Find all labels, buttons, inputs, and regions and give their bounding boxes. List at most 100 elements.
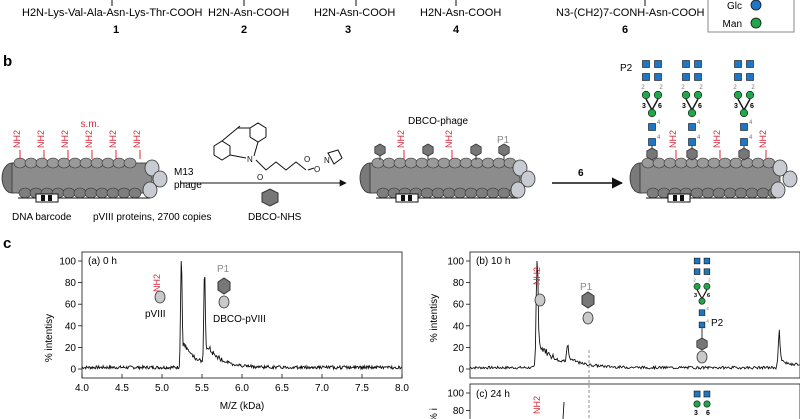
chart-c-ylabel: % i xyxy=(429,408,440,419)
legend-man-icon xyxy=(750,17,762,29)
pviii-subunit xyxy=(470,157,484,169)
glc-square-icon xyxy=(734,60,742,68)
linkage-2-label: 2 xyxy=(681,85,685,91)
pviii-subunit xyxy=(718,157,732,169)
pviii-subunit xyxy=(128,187,142,199)
triazole-icon xyxy=(686,147,698,161)
pviii-subunit xyxy=(112,157,126,169)
pviii-subunit xyxy=(84,187,98,199)
pviii-subunit xyxy=(442,187,456,199)
man-circle-icon xyxy=(641,90,651,100)
chart-b-frame xyxy=(469,251,800,379)
dbco-nhs-label: DBCO-NHS xyxy=(248,212,302,223)
compound-1-label: 1 xyxy=(113,24,119,36)
nh2-label: NH2 xyxy=(36,130,46,148)
panel-b-label: b xyxy=(3,53,12,70)
svg-text:O: O xyxy=(257,173,263,182)
man-circle-icon xyxy=(693,283,701,290)
pviii-subunit xyxy=(701,187,715,199)
triazole-icon xyxy=(646,147,658,161)
pviii-subunit xyxy=(437,157,451,169)
glc-square-icon xyxy=(694,60,702,68)
x-tick-label: 5.5 xyxy=(195,383,209,394)
nh2-label: NH2 xyxy=(60,130,70,148)
pviii-subunit xyxy=(745,187,759,199)
pviii-subunit xyxy=(35,157,49,169)
glc-square-icon xyxy=(693,257,701,265)
pviii-subunit xyxy=(18,187,32,199)
pviii-subunit xyxy=(73,187,87,199)
pviii-subunit xyxy=(464,187,478,199)
nh2-label: NH2 xyxy=(396,130,406,148)
pviii-subunit xyxy=(723,187,737,199)
glc-square-icon xyxy=(703,390,711,398)
man-circle-icon xyxy=(687,108,697,118)
man-circle-icon xyxy=(653,90,663,100)
linkage-2-label: 2 xyxy=(693,278,696,284)
linkage-3-label: 3 xyxy=(682,103,686,110)
linkage-4-label: 4 xyxy=(657,135,661,141)
man-circle-icon xyxy=(693,90,703,100)
linkage-2-label: 2 xyxy=(699,85,703,91)
p1-label-b: P1 xyxy=(497,135,510,146)
man-circle-icon xyxy=(698,297,706,305)
pviii-subunit xyxy=(382,157,396,169)
starting-material-label: s.m. xyxy=(81,119,100,130)
pviii-subunit xyxy=(62,187,76,199)
dbco-nhs-structure: N O O O N xyxy=(213,122,343,182)
pviii-subunit xyxy=(415,157,429,169)
glycan-bond xyxy=(737,98,745,111)
glycan-bond xyxy=(701,289,708,299)
svg-text:O: O xyxy=(304,155,310,164)
linkage-4-label: 4 xyxy=(697,135,701,141)
pviii-subunit xyxy=(707,157,721,169)
chart-b-ylabel: % intentisy xyxy=(429,294,440,342)
chart-a: (a) 0 h % intentisy M/Z (kDa) 0204060801… xyxy=(44,251,409,412)
legend-man-label: Man xyxy=(723,19,742,30)
chart-b-title: (b) 10 h xyxy=(476,256,510,267)
pviii-subunit xyxy=(376,187,390,199)
y-tick-label: 40 xyxy=(453,321,465,332)
pviii-subunit xyxy=(729,157,743,169)
pviii-subunit xyxy=(371,157,385,169)
p2-pviii-icon xyxy=(696,350,708,364)
chart-c-nh2: NH2 xyxy=(532,396,542,414)
pviii-subunit xyxy=(646,187,660,199)
triazole-icon xyxy=(696,337,708,351)
x-tick-label: 7.5 xyxy=(355,383,369,394)
pviii-subunit xyxy=(751,157,765,169)
pviii-subunit xyxy=(690,187,704,199)
pviii-subunit xyxy=(117,187,131,199)
dbco-phage-label: DBCO-phage xyxy=(408,116,468,127)
y-tick-label: 40 xyxy=(65,321,77,332)
glc-square-icon xyxy=(746,60,754,68)
linkage-4-label: 4 xyxy=(749,135,753,141)
x-tick-label: 4.0 xyxy=(75,383,89,394)
glc-square-icon xyxy=(693,390,701,398)
legend-glc-icon xyxy=(750,0,762,11)
pviii-subunit xyxy=(663,157,677,169)
step-6-label: 6 xyxy=(578,168,584,179)
nh2-label: NH2 xyxy=(84,130,94,148)
x-tick-label: 8.0 xyxy=(395,383,409,394)
glycan-bond xyxy=(743,98,751,111)
dbco-icon xyxy=(498,143,510,157)
man-circle-icon xyxy=(739,108,749,118)
linkage-4-label: 4 xyxy=(697,120,701,126)
glycan-bond xyxy=(696,289,703,299)
glc-square-icon xyxy=(654,73,662,81)
glc-square-icon xyxy=(698,309,706,316)
nh2-label: NH2 xyxy=(758,130,768,148)
linkage-6-label: 6 xyxy=(750,103,754,110)
compound-4-formula: H2N-Asn-COOH xyxy=(420,7,501,19)
pviii-subunit xyxy=(426,157,440,169)
pviii-subunit xyxy=(497,187,511,199)
glc-square-icon xyxy=(740,138,748,146)
man-circle-icon xyxy=(745,90,755,100)
pviii-subunit xyxy=(420,187,434,199)
pviii-subunit xyxy=(448,157,462,169)
chart-a-ylabel: % intentisy xyxy=(44,314,55,362)
